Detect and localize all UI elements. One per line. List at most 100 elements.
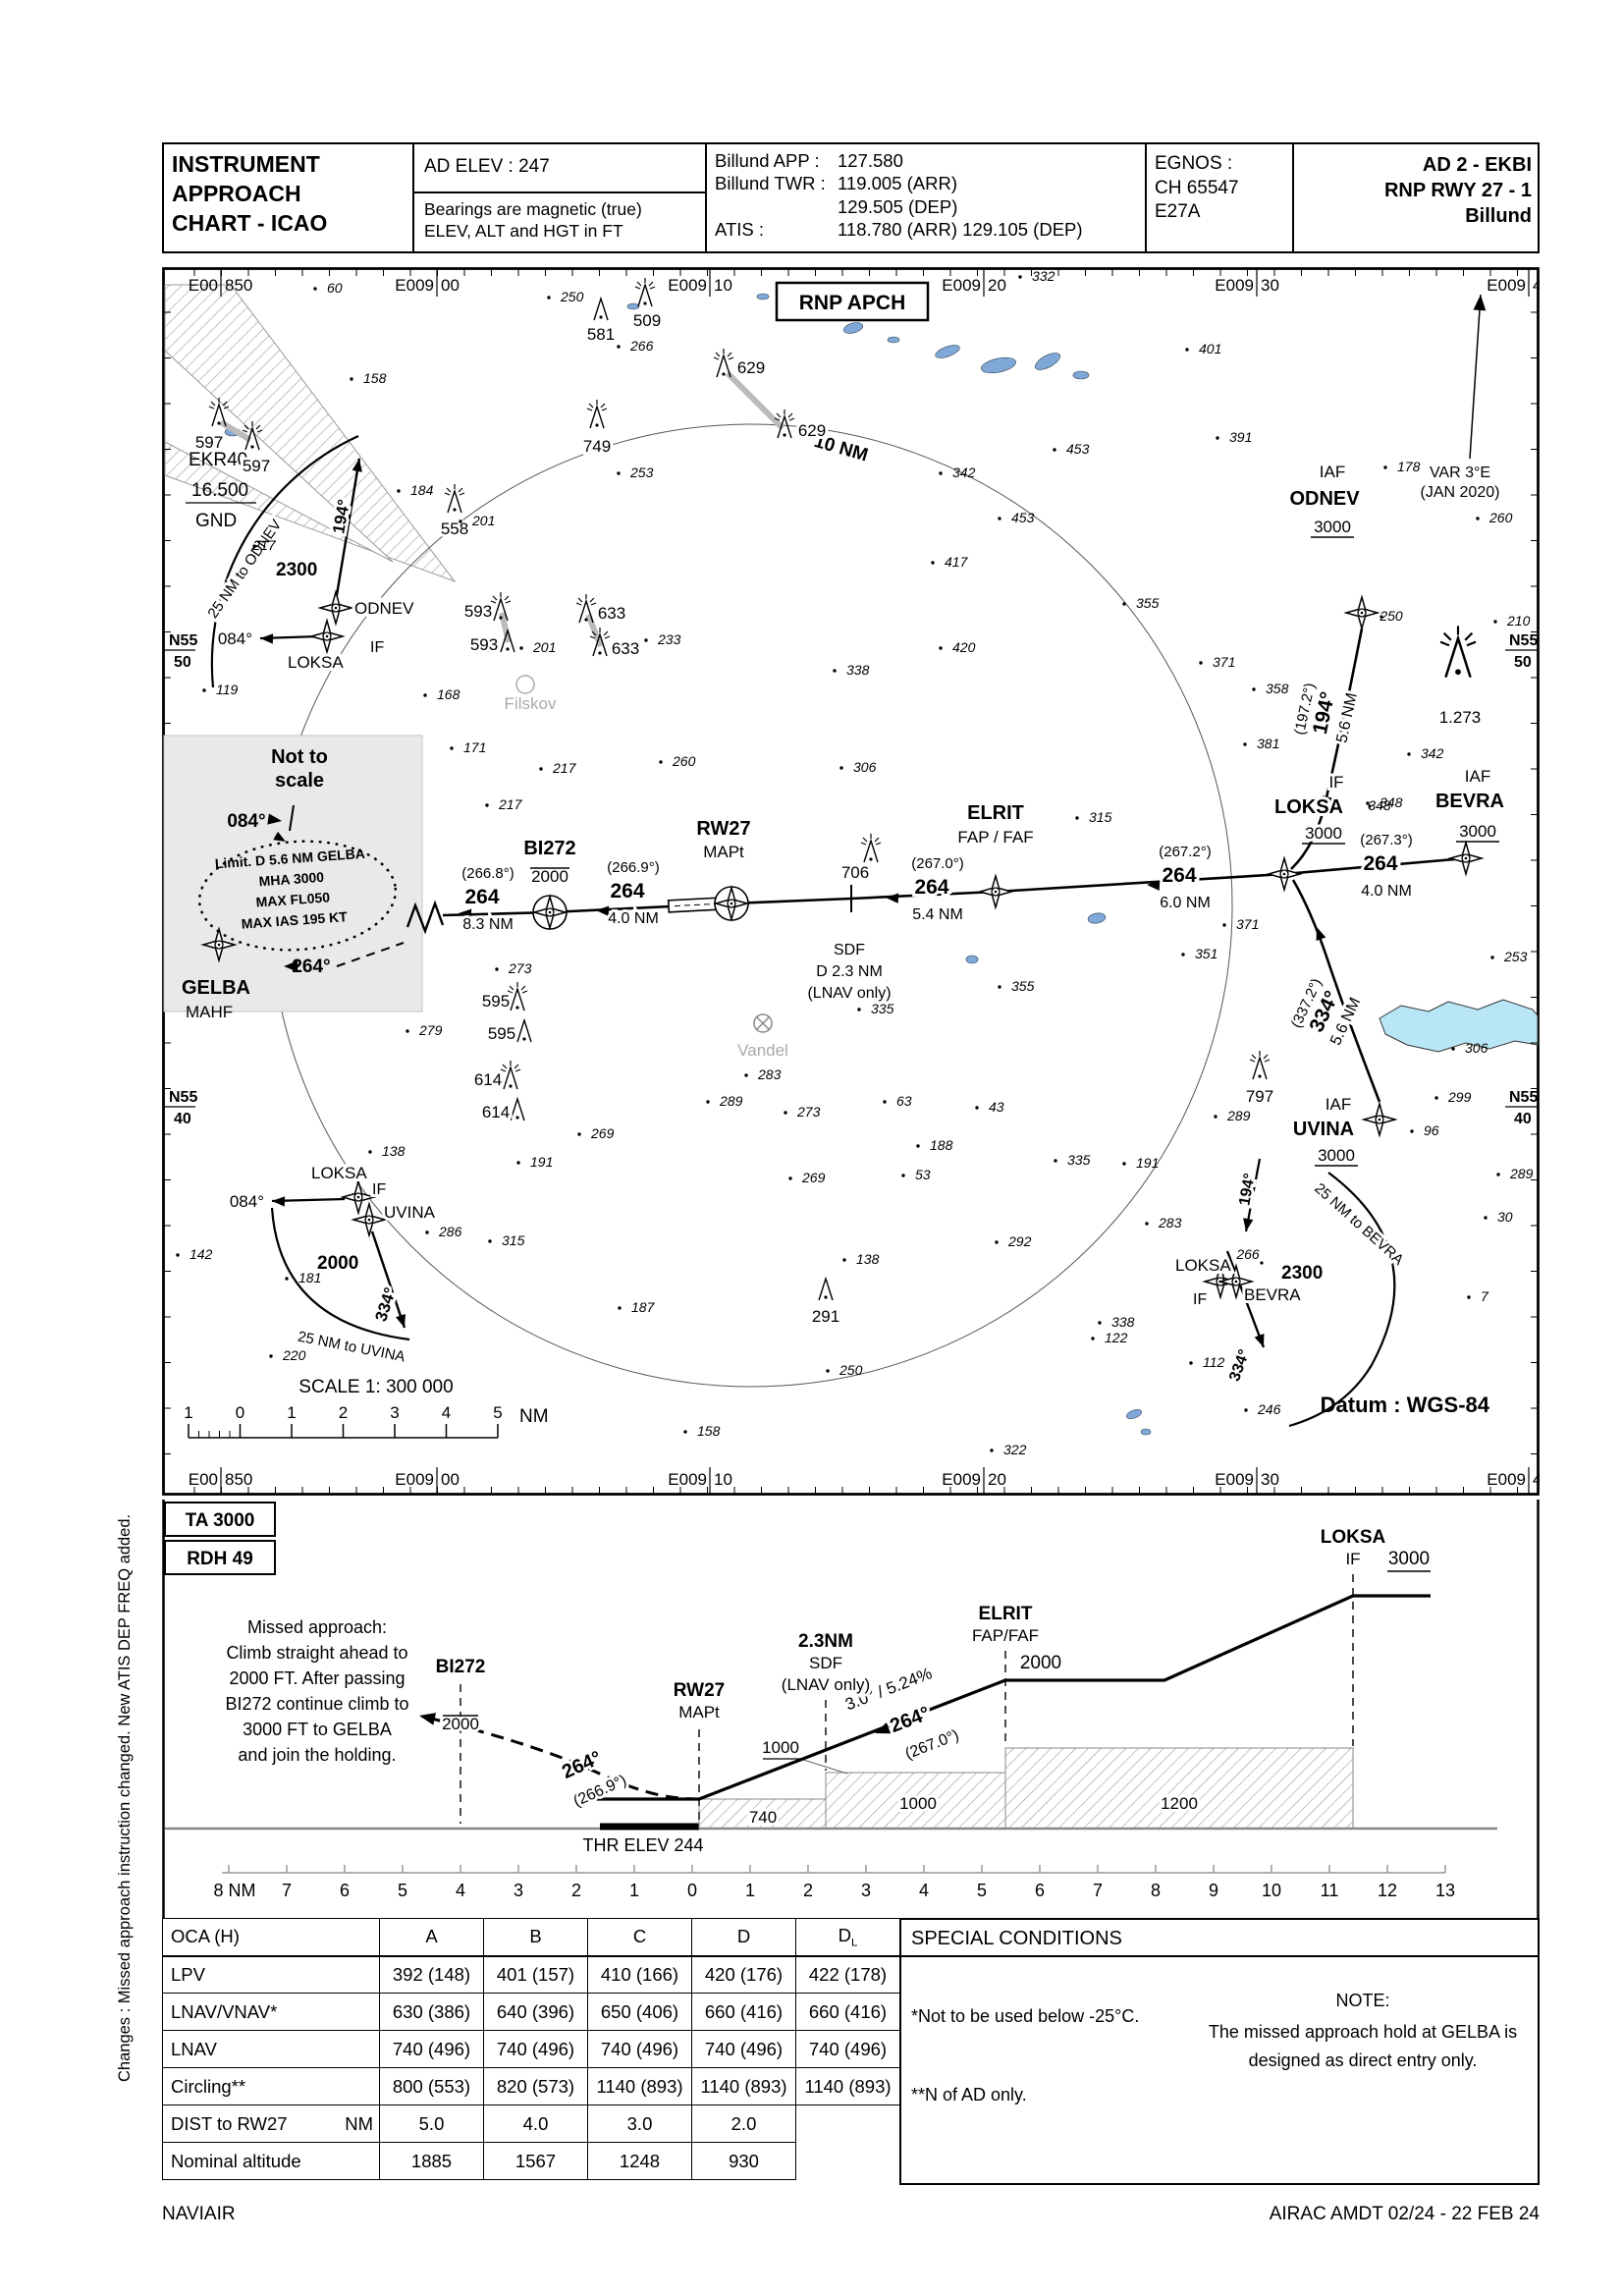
minima-value: 401 (157)	[483, 1955, 588, 1994]
minima-value: 420 (176)	[691, 1955, 796, 1994]
obstacle-icon	[634, 278, 656, 307]
profile-scale-label: 5	[977, 1881, 987, 1900]
profile-fix-name: LOKSA	[1321, 1527, 1386, 1548]
spot-dot	[1493, 620, 1497, 624]
spot-dot	[939, 646, 943, 650]
obstacle-elevation: 291	[812, 1307, 839, 1326]
spot-elevation: 119	[216, 682, 239, 697]
spot-elevation: 342	[952, 465, 976, 480]
spot-dot	[450, 746, 454, 750]
spot-elevation: 217	[498, 796, 523, 812]
obstacle-elevation: 593	[470, 635, 498, 654]
spot-dot	[659, 760, 663, 764]
spot-elevation: 332	[1032, 268, 1055, 284]
datum-label: Datum : WGS-84	[1321, 1393, 1490, 1417]
uvina-loksa-track	[1291, 879, 1381, 1103]
special-conditions-panel: SPECIAL CONDITIONS *Not to be used below…	[899, 1918, 1540, 2185]
spot-elevation: 181	[298, 1270, 321, 1285]
spot-dot	[998, 517, 1001, 520]
spot-elevation: 260	[1488, 510, 1513, 525]
spot-elevation: 351	[1195, 946, 1217, 961]
spot-dot	[1189, 1361, 1193, 1365]
lake	[1035, 353, 1060, 370]
spot-dot	[1244, 1408, 1248, 1412]
spot-elevation: 253	[1503, 949, 1528, 964]
spot-elevation: 7	[1481, 1288, 1489, 1304]
var-label: VAR 3°E	[1430, 465, 1490, 481]
spot-elevation: 283	[1158, 1215, 1182, 1230]
spot-elevation: 401	[1199, 341, 1221, 356]
lon-label: 00	[441, 1470, 460, 1489]
gelba-hold-limit: MAX FL050	[255, 889, 331, 909]
minima-value: 740 (496)	[691, 2030, 796, 2068]
comm-row: Billund APP :127.580	[715, 150, 903, 171]
spot-elevation: 250	[560, 289, 584, 304]
obstacle-elevation: 558	[441, 519, 468, 538]
obstacle-elevation: 614	[482, 1103, 510, 1121]
spot-elevation: 191	[1136, 1155, 1159, 1171]
spot-dot	[1407, 752, 1411, 756]
spot-dot	[931, 561, 935, 565]
lake	[1126, 1409, 1142, 1419]
track-distance: 6.0 NM	[1160, 895, 1211, 911]
track-true-course: (267.2°)	[1159, 844, 1212, 860]
spot-elevation: 371	[1236, 916, 1259, 932]
lon-label: 20	[988, 1470, 1006, 1489]
waypoint-label: IAF	[1320, 463, 1345, 481]
spot-dot	[1122, 602, 1126, 606]
gelba-outbound-course: 264°	[292, 957, 330, 977]
spot-elevation: 289	[1509, 1166, 1534, 1181]
minima-row-label: LNAV/VNAV*	[162, 1993, 380, 2031]
spot-dot	[1122, 1162, 1126, 1166]
north-arrow	[1469, 294, 1482, 460]
obstacle-icon	[818, 1276, 834, 1301]
profile-fix-name: ELRIT	[979, 1604, 1033, 1624]
odnev-loksa-track	[1290, 628, 1364, 870]
spot-dot	[883, 1100, 887, 1104]
spot-elevation: 292	[1007, 1233, 1032, 1249]
spot-elevation: 217	[251, 537, 277, 553]
lat-label: 50	[174, 654, 191, 671]
obstacle-elevation: 509	[633, 311, 661, 330]
spot-dot	[397, 489, 401, 493]
lon-label: 30	[1261, 1470, 1279, 1489]
ekr40-name: EKR40	[189, 450, 247, 470]
ekr40-upper: 16.500	[191, 480, 248, 501]
track-arrow	[1358, 862, 1372, 873]
spot-dot	[788, 1176, 792, 1180]
obstacle-icon	[774, 410, 795, 439]
special-conditions-title: SPECIAL CONDITIONS	[901, 1920, 1538, 1957]
waypoint-icon	[1217, 1263, 1255, 1300]
spot-dot	[1252, 687, 1256, 691]
obstacle-elevation: 797	[1246, 1087, 1273, 1106]
minima-value: 740 (496)	[795, 2030, 900, 2068]
chart-title: INSTRUMENT APPROACH CHART - ICAO	[164, 144, 414, 251]
rnp-apch-label: RNP APCH	[799, 292, 906, 314]
oca-value: 1200	[1161, 1794, 1198, 1813]
spot-elevation: 322	[1003, 1442, 1027, 1457]
profile-scale-label: 11	[1321, 1881, 1339, 1900]
spot-dot	[833, 669, 837, 673]
track-mag-course: 264	[914, 876, 948, 899]
minima-value: 1140 (893)	[587, 2067, 692, 2105]
spot-elevation: 201	[532, 639, 556, 655]
track-arrow	[875, 1722, 892, 1734]
spot-elevation: 335	[1067, 1152, 1091, 1168]
spot-dot	[459, 519, 462, 523]
obstacle-icon	[242, 421, 263, 451]
missed-approach-text: 2000 FT. After passing	[229, 1668, 405, 1688]
scale-tick-label: 2	[339, 1403, 348, 1422]
spot-dot	[1185, 348, 1189, 352]
track-mag-course: 264	[1363, 852, 1397, 875]
lon-label: E009	[668, 1470, 707, 1489]
profile-scale-label: 1	[629, 1881, 639, 1900]
gelba-fix-role: MAHF	[186, 1003, 233, 1021]
spot-dot	[1410, 1129, 1414, 1133]
lake	[626, 302, 640, 310]
obstacle-elevation: 633	[612, 639, 639, 658]
lon-label: E00	[189, 276, 218, 295]
restricted-area-inner	[164, 349, 394, 563]
